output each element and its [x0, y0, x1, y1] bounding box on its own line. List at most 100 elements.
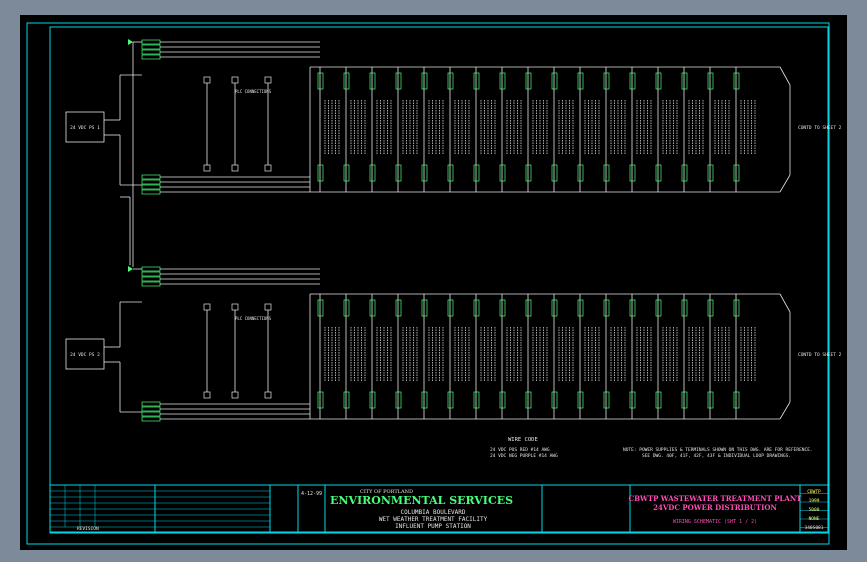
fuse-terminal	[629, 164, 636, 182]
fuse-terminal	[473, 164, 480, 182]
fuse-terminal	[343, 299, 350, 317]
wire	[779, 66, 791, 86]
fuse-terminal	[395, 299, 402, 317]
fuse-terminal	[525, 299, 532, 317]
terminal	[141, 39, 161, 45]
fuse-terminal	[629, 299, 636, 317]
fuse-terminal	[447, 72, 454, 90]
city-label: CITY OF PORTLAND	[360, 489, 413, 495]
terminal	[141, 54, 161, 60]
fuse-terminal	[473, 299, 480, 317]
date-label: 4-12-99	[301, 491, 322, 497]
fuse-terminal	[551, 164, 558, 182]
fuse-terminal	[707, 72, 714, 90]
fuse-terminal	[447, 391, 454, 409]
plc-connections-label: PLC CONNECTIONS	[235, 89, 272, 94]
facility-line: WET WEATHER TREATMENT FACILITY	[379, 516, 488, 523]
terminal	[141, 401, 161, 407]
terminal	[141, 189, 161, 195]
fuse-terminal	[499, 72, 506, 90]
fuse-terminal	[551, 391, 558, 409]
fuse-terminal	[707, 299, 714, 317]
fuse-terminal	[473, 391, 480, 409]
terminal	[141, 276, 161, 282]
plc-terminal	[231, 391, 239, 399]
fuse-terminal	[655, 72, 662, 90]
right-field: 1999	[809, 498, 820, 504]
fuse-terminal	[603, 391, 610, 409]
fuse-terminal	[369, 72, 376, 90]
wire-code-row: 24 VDC NEG PURPLE #14 AWG	[490, 453, 558, 459]
wire	[779, 174, 791, 193]
right-field: CBWTP	[807, 489, 821, 495]
diode	[128, 39, 133, 45]
fuse-terminal	[317, 299, 324, 317]
bureau-title: ENVIRONMENTAL SERVICES	[330, 494, 513, 507]
fuse-terminal	[603, 164, 610, 182]
wire	[779, 293, 791, 313]
revision-header: REVISION	[77, 526, 99, 532]
fuse-terminal	[499, 391, 506, 409]
plc-terminal	[231, 76, 239, 84]
fuse-terminal	[343, 391, 350, 409]
fuse-terminal	[681, 391, 688, 409]
plc-terminal	[231, 303, 239, 311]
plc-terminal	[264, 391, 272, 399]
power-supply-label: 24 VDC PS 1	[70, 125, 100, 131]
fuse-terminal	[603, 72, 610, 90]
title-block: REVISION CITY OF PORTLAND ENVIRONMENTAL …	[49, 484, 829, 534]
fuse-terminal	[525, 164, 532, 182]
facility-line: COLUMBIA BOULEVARD	[400, 509, 465, 516]
right-field: NONE	[809, 516, 820, 522]
plc-terminal	[264, 164, 272, 172]
plc-connections-label: PLC CONNECTIONS	[235, 316, 272, 321]
diode	[128, 266, 133, 272]
fuse-terminal	[655, 164, 662, 182]
fuse-terminal	[499, 299, 506, 317]
terminal	[141, 44, 161, 50]
fuse-terminal	[577, 72, 584, 90]
fuse-terminal	[681, 164, 688, 182]
wire-code-row: 24 VDC POS RED #14 AWG	[490, 447, 550, 453]
power-supply-label: 24 VDC PS 2	[70, 352, 100, 358]
fuse-terminal	[577, 164, 584, 182]
facility-line: INFLUENT PUMP STATION	[395, 523, 471, 530]
fuse-terminal	[603, 299, 610, 317]
drawing-title: 24VDC POWER DISTRIBUTION	[653, 503, 777, 512]
terminal	[141, 184, 161, 190]
note-line: NOTE: POWER SUPPLIES & TERMINALS SHOWN O…	[623, 447, 813, 453]
fuse-terminal	[447, 164, 454, 182]
terminal	[141, 266, 161, 272]
fuse-terminal	[395, 72, 402, 90]
fuse-terminal	[655, 299, 662, 317]
fuse-terminal	[577, 299, 584, 317]
inner-border	[49, 26, 829, 533]
fuse-terminal	[343, 72, 350, 90]
fuse-terminal	[395, 164, 402, 182]
fuse-terminal	[629, 72, 636, 90]
fuse-terminal	[421, 299, 428, 317]
fuse-terminal	[551, 299, 558, 317]
fuse-terminal	[707, 164, 714, 182]
fuse-terminal	[369, 299, 376, 317]
fuse-terminal	[395, 391, 402, 409]
fuse-terminal	[733, 391, 740, 409]
terminal	[141, 271, 161, 277]
fuse-terminal	[681, 72, 688, 90]
right-field: 340S081	[805, 525, 824, 531]
terminal	[141, 179, 161, 185]
fuse-terminal	[421, 164, 428, 182]
fuse-terminal	[551, 72, 558, 90]
schematic-body: 24 VDC PS 1 PLC CONNECTIONS CONTD TO SHEET…	[65, 39, 842, 422]
sheet-label: WIRING SCHEMATIC (SHT 1 / 2)	[673, 519, 757, 525]
plc-terminal	[203, 391, 211, 399]
plc-terminal	[203, 303, 211, 311]
note-line: SEE DWG. 40F, 41F, 42F, 43F & INDIVIDUAL…	[642, 453, 791, 459]
fuse-terminal	[629, 391, 636, 409]
continuation-note: CONTD TO SHEET 2	[798, 352, 842, 358]
power-supply	[65, 338, 105, 370]
fuse-terminal	[655, 391, 662, 409]
plc-terminal	[264, 76, 272, 84]
fuse-terminal	[369, 391, 376, 409]
